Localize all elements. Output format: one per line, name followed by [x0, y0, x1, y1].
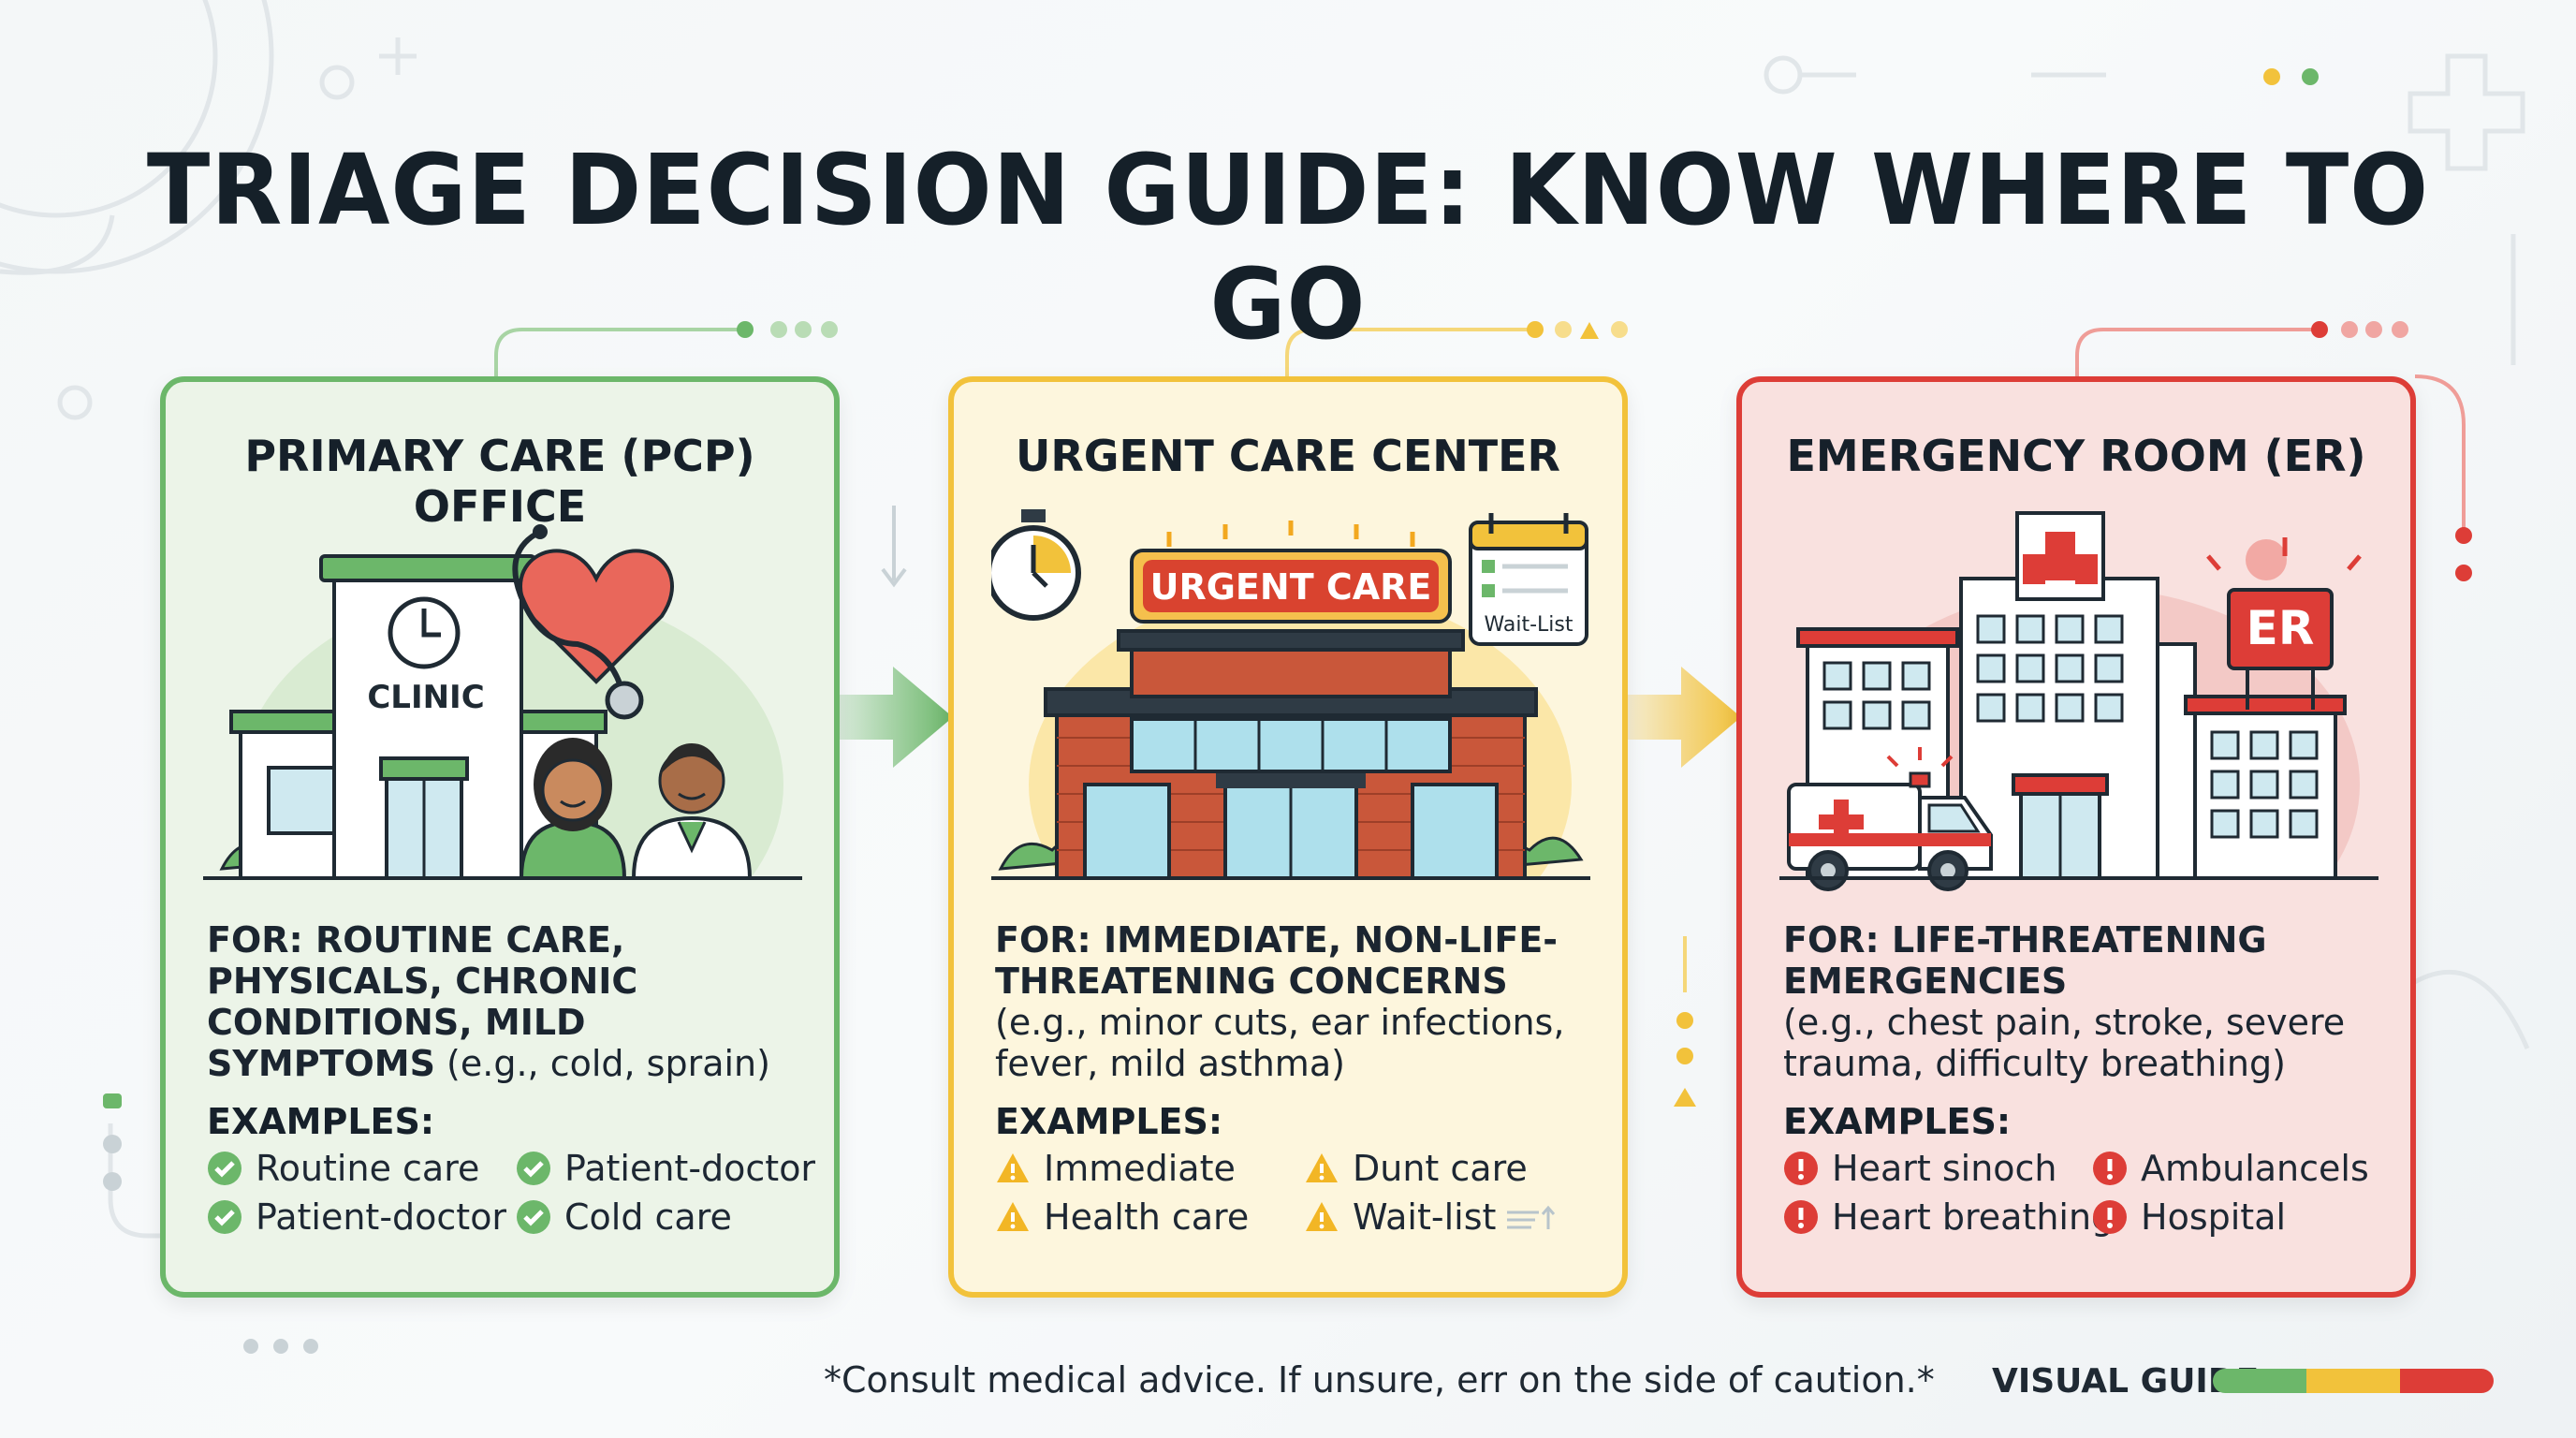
list-item: Hospital [2092, 1196, 2286, 1238]
urgent-care-illustration: URGENT CARE Wait-List [991, 509, 1590, 897]
list-item: Ambulancels [2092, 1148, 2369, 1189]
legend-red-segment [2400, 1369, 2494, 1393]
list-item: Immediate [995, 1148, 1236, 1189]
check-icon [517, 1152, 550, 1185]
alert-icon [2093, 1152, 2127, 1185]
card-title: EMERGENCY ROOM (ER) [1786, 431, 2366, 481]
color-legend-bar [2213, 1369, 2494, 1393]
list-item: Wait-list [1304, 1196, 1558, 1238]
list-item: Patient-doctor [516, 1148, 815, 1189]
examples-heading: EXAMPLES: [995, 1101, 1223, 1142]
check-icon [208, 1200, 242, 1234]
ambulance-icon [1787, 747, 1993, 891]
warning-icon [1306, 1202, 1338, 1231]
clinic-sign: CLINIC [367, 679, 484, 716]
check-icon [208, 1152, 242, 1185]
heart-stethoscope-icon [512, 524, 674, 720]
alert-icon [2093, 1200, 2127, 1234]
warning-icon [997, 1202, 1029, 1231]
list-item: Heart breathing [1783, 1196, 2114, 1238]
svg-text:ER: ER [2247, 601, 2315, 655]
for-text: FOR: ROUTINE CARE, PHYSICALS, CHRONIC CO… [207, 919, 638, 1084]
wait-list-badge: Wait-List [1485, 613, 1573, 637]
urgent-care-sign: URGENT CARE [1150, 566, 1432, 608]
for-text: FOR: IMMEDIATE, NON-LIFE-THREATENING CON… [995, 919, 1559, 1002]
list-item: Cold care [516, 1196, 732, 1238]
check-icon [517, 1200, 550, 1234]
list-item: Patient-doctor [207, 1196, 506, 1238]
for-examples-text: (e.g., chest pain, stroke, severe trauma… [1783, 1002, 2346, 1084]
er-sign: ER [2206, 537, 2362, 710]
clinic-illustration: CLINIC [203, 524, 802, 897]
disclaimer-note: *Consult medical advice. If unsure, err … [824, 1359, 1935, 1401]
doctor-avatar [631, 743, 753, 880]
list-item: Dunt care [1304, 1148, 1528, 1189]
for-text: FOR: LIFE-THREATENING EMERGENCIES [1783, 919, 2267, 1002]
list-arrows-icon [1507, 1205, 1556, 1229]
legend-green-segment [2213, 1369, 2306, 1393]
warning-icon [1306, 1153, 1338, 1182]
emergency-room-card: EMERGENCY ROOM (ER) [1736, 376, 2416, 1298]
alert-icon [1784, 1200, 1818, 1234]
card-title: URGENT CARE CENTER [1016, 431, 1560, 481]
for-examples-text: (e.g., cold, sprain) [434, 1043, 770, 1084]
list-item: Heart sinoch [1783, 1148, 2057, 1189]
urgent-care-card: URGENT CARE CENTER URGENT CARE [948, 376, 1628, 1298]
warning-icon [997, 1153, 1029, 1182]
card-description: FOR: IMMEDIATE, NON-LIFE-THREATENING CON… [995, 919, 1594, 1084]
examples-heading: EXAMPLES: [1783, 1101, 2012, 1142]
primary-care-card: PRIMARY CARE (PCP) OFFICE CLINIC [160, 376, 840, 1298]
emergency-room-illustration: ER [1779, 511, 2378, 897]
card-title: PRIMARY CARE (PCP) OFFICE [244, 431, 755, 532]
page-title: TRIAGE DECISION GUIDE: KNOW WHERE TO GO [146, 133, 2430, 361]
list-item: Health care [995, 1196, 1249, 1238]
alert-icon [1784, 1152, 1818, 1185]
examples-heading: EXAMPLES: [207, 1101, 435, 1142]
nurse-avatar [519, 738, 627, 880]
card-description: FOR: ROUTINE CARE, PHYSICALS, CHRONIC CO… [207, 919, 806, 1084]
legend-yellow-segment [2306, 1369, 2400, 1393]
stopwatch-icon [991, 509, 1081, 621]
list-item: Routine care [207, 1148, 479, 1189]
card-description: FOR: LIFE-THREATENING EMERGENCIES (e.g.,… [1783, 919, 2382, 1084]
for-examples-text: (e.g., minor cuts, ear infections, fever… [995, 1002, 1565, 1084]
calendar-icon: Wait-List [1469, 513, 1588, 646]
